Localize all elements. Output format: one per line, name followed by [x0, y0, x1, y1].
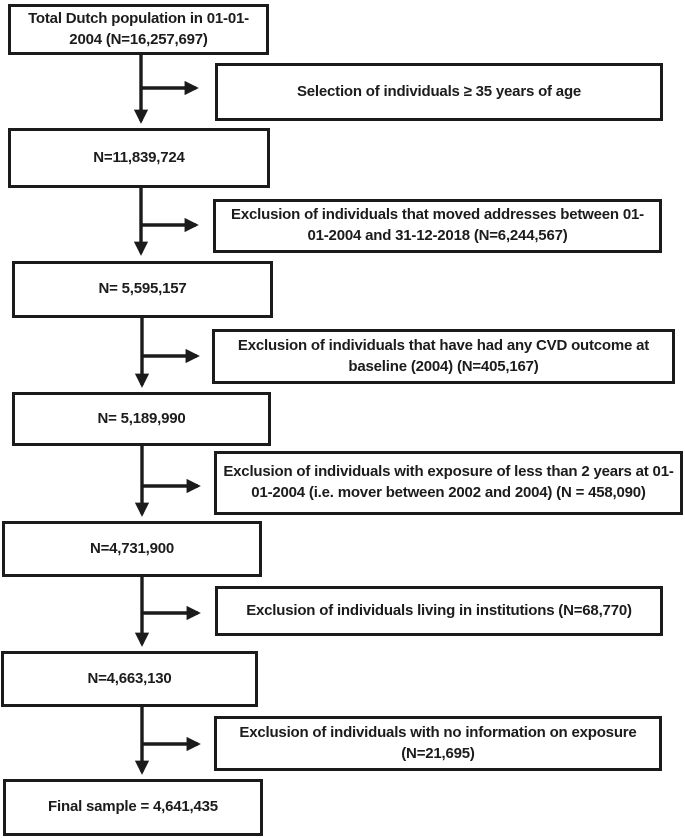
final-sample-box: Final sample = 4,641,435	[3, 779, 263, 836]
population-box-after-exposure-exclusion: N=4,731,900	[2, 521, 262, 577]
exclusion-box-age-selection: Selection of individuals ≥ 35 years of a…	[215, 63, 663, 121]
population-box-after-institution-exclusion: N=4,663,130	[1, 651, 258, 707]
population-box-total: Total Dutch population in 01-01-2004 (N=…	[8, 4, 269, 55]
exclusion-box-no-exposure-info: Exclusion of individuals with no informa…	[214, 716, 662, 771]
exclusion-box-moved-addresses: Exclusion of individuals that moved addr…	[213, 199, 662, 253]
exclusion-box-short-exposure: Exclusion of individuals with exposure o…	[214, 451, 683, 515]
exclusion-box-institutions: Exclusion of individuals living in insti…	[215, 586, 663, 636]
population-box-after-cvd-exclusion: N= 5,189,990	[12, 392, 271, 446]
exclusion-box-cvd-baseline: Exclusion of individuals that have had a…	[212, 329, 675, 384]
population-box-age-selected: N=11,839,724	[8, 128, 270, 188]
population-box-after-move-exclusion: N= 5,595,157	[12, 261, 273, 318]
